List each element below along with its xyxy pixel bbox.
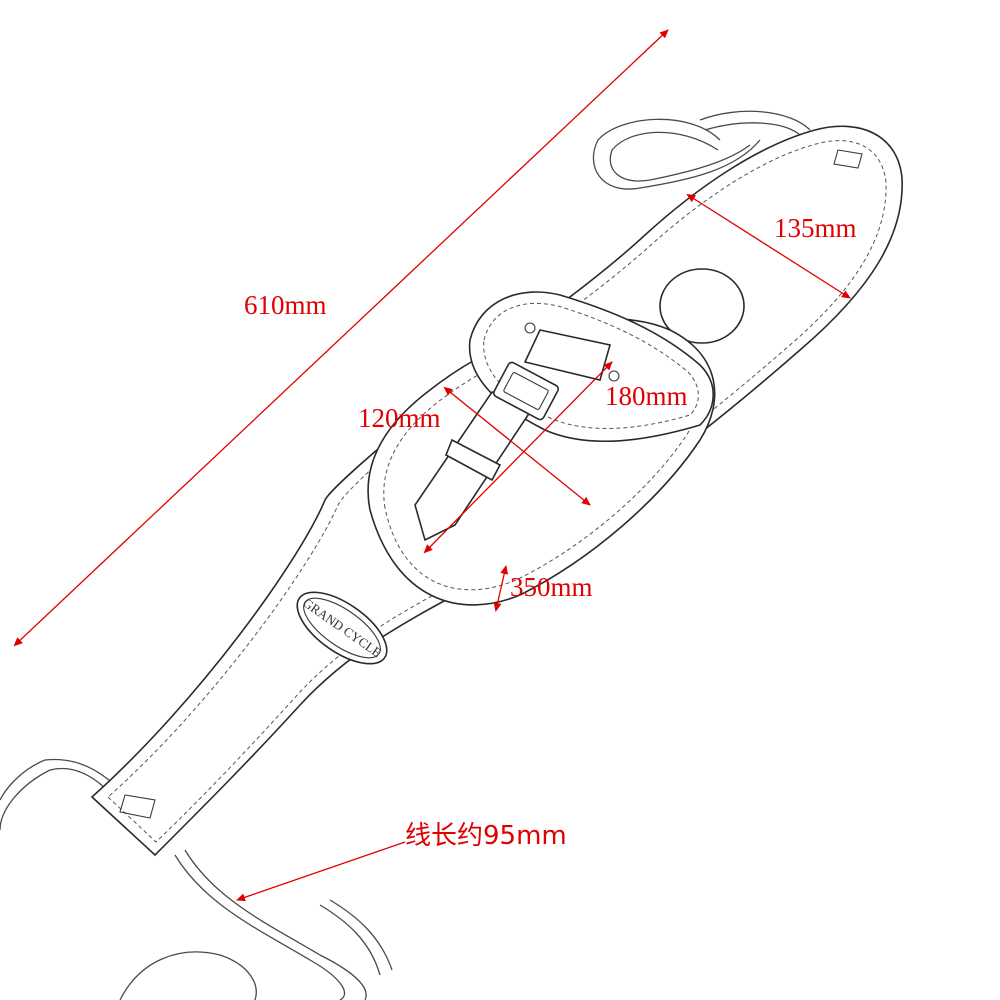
overall-length-arrow	[13, 29, 669, 647]
overall-length-label: 610mm	[244, 290, 327, 320]
pouch-length-arrow	[493, 565, 509, 612]
dimension-lines	[13, 29, 851, 902]
pouch-length-label: 350mm	[510, 572, 593, 602]
top-slot	[833, 149, 863, 169]
cord-length-label: 线长约95mm	[405, 821, 567, 851]
bottom-slot	[119, 794, 156, 819]
pouch	[367, 291, 716, 606]
pouch-width-label: 180mm	[605, 381, 688, 411]
top-width-arrow	[686, 193, 851, 299]
top-width-label: 135mm	[774, 213, 857, 243]
pouch-depth-label: 120mm	[358, 403, 441, 433]
pouch-depth-arrow	[443, 386, 591, 506]
cord-length-arrow	[236, 841, 406, 902]
